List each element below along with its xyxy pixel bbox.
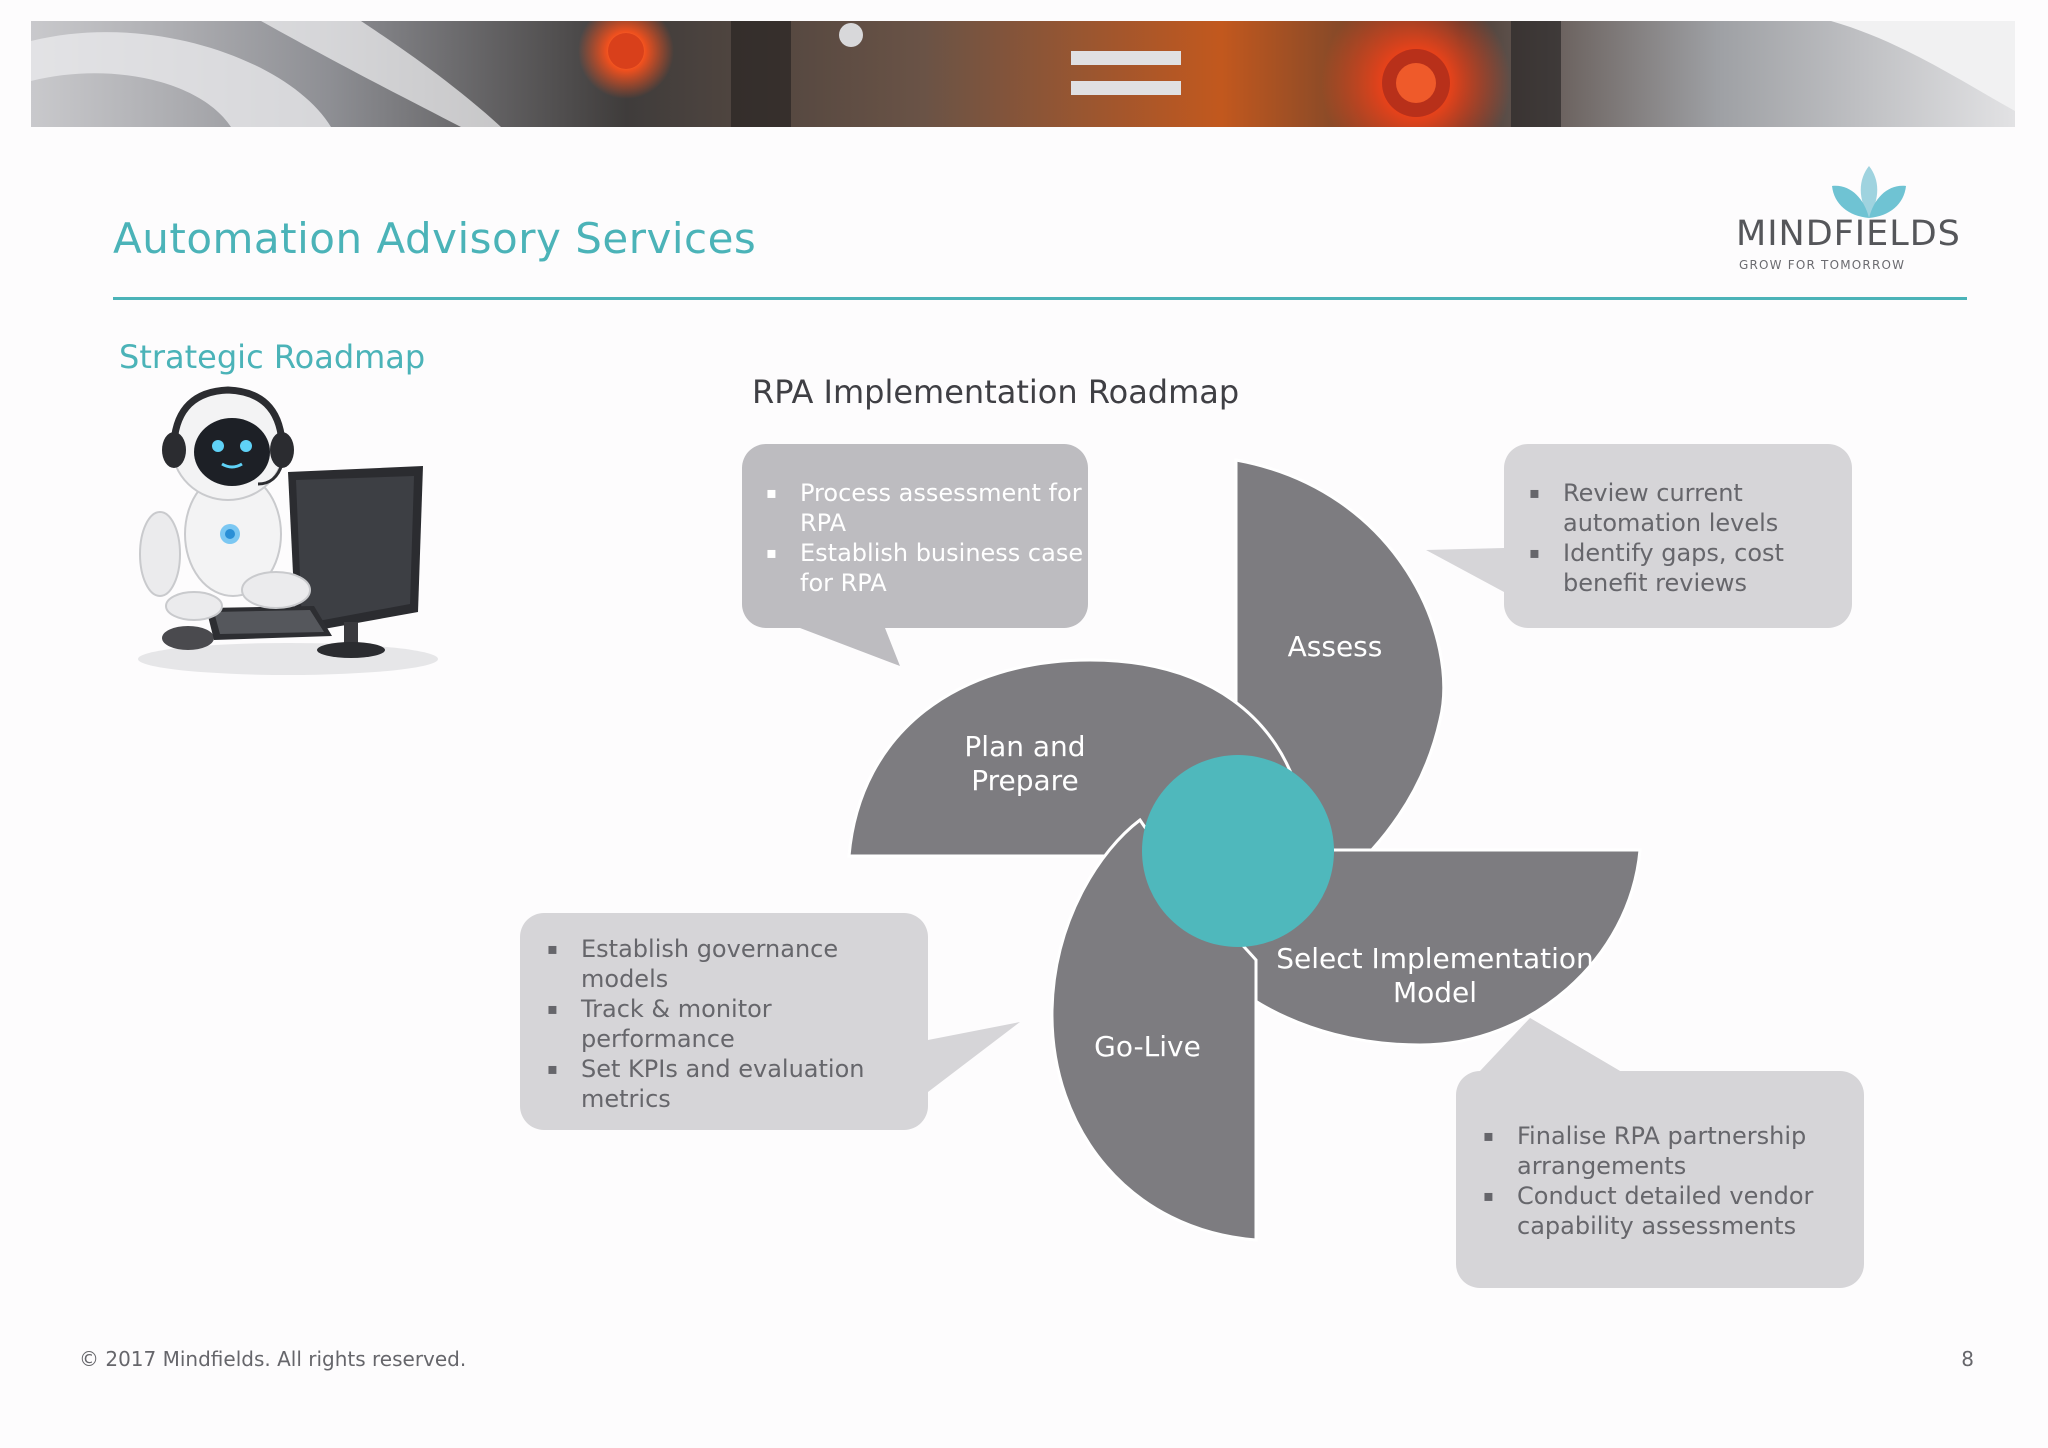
title-divider [113,297,1967,300]
callout-plan-bullet: Establish business case for RPA [766,538,1086,598]
phase-label-plan-and-prepare: Plan and Prepare [940,730,1110,798]
footer-copyright: © 2017 Mindfields. All rights reserved. [79,1347,467,1371]
callout-go-live: Establish governance models Track & moni… [547,934,907,1114]
callout-plan-and-prepare: Process assessment for RPA Establish bus… [766,478,1086,598]
lotus-logo-icon [1832,166,1906,218]
callout-select-implementation-model: Finalise RPA partnership arrangements Co… [1483,1121,1843,1241]
callout-assess: Review current automation levels Identif… [1529,478,1849,598]
phase-label-line: Model [1392,976,1478,1009]
diagram-title: RPA Implementation Roadmap [752,373,1240,411]
center-circle [1142,755,1334,947]
callout-golive-bullet: Track & monitor performance [547,994,907,1054]
callout-assess-bullet: Review current automation levels [1529,478,1849,538]
callout-golive-bullet: Establish governance models [547,934,907,994]
callout-golive-bullet: Set KPIs and evaluation metrics [547,1054,907,1114]
phase-label-select-implementation-model: Select Implementation Model [1265,942,1605,1010]
phase-label-line: Prepare [971,764,1079,797]
phase-label-go-live: Go-Live [1094,1030,1201,1063]
callout-select-bullet: Finalise RPA partnership arrangements [1483,1121,1843,1181]
slide-title: Automation Advisory Services [113,214,757,263]
callout-assess-bullet: Identify gaps, cost benefit reviews [1529,538,1849,598]
callout-select-bullet: Conduct detailed vendor capability asses… [1483,1181,1843,1241]
phase-label-line: Plan and [964,730,1086,763]
section-heading: Strategic Roadmap [119,338,426,376]
phase-label-line: Select Implementation [1276,942,1594,975]
robot-at-computer-image [138,386,438,675]
callout-plan-bullet: Process assessment for RPA [766,478,1086,538]
page-number: 8 [1961,1347,1974,1371]
logo-tagline: GROW FOR TOMORROW [1739,258,1906,272]
logo-wordmark: MINDFIELDS [1736,214,1961,254]
banner-image [31,21,2015,127]
phase-label-assess: Assess [1287,630,1383,663]
